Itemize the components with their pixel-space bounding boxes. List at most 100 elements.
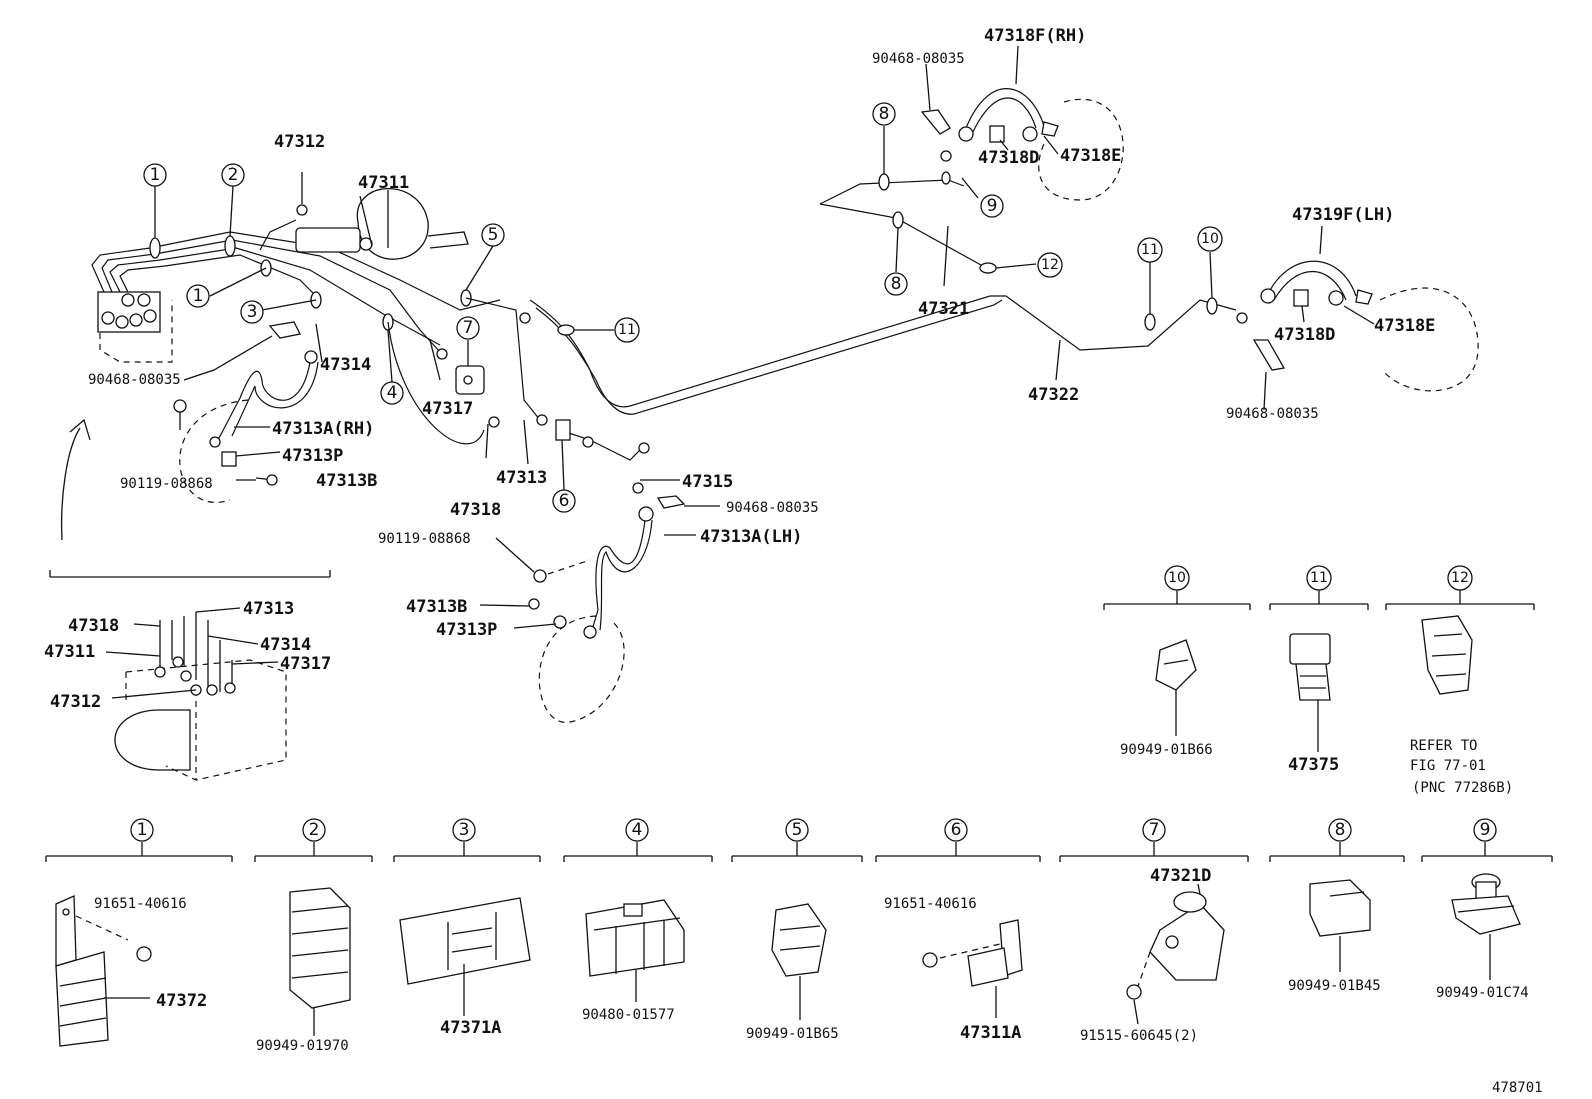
detail-row-lower-brackets: [45, 842, 1553, 862]
label-47318E-a: 47318E: [1060, 146, 1121, 166]
svg-text:10: 10: [1201, 231, 1219, 247]
label-47315: 47315: [682, 472, 733, 492]
label-47313B-b: 47313B: [406, 597, 467, 617]
note-fig-77-01: FIG 77-01: [1410, 758, 1486, 774]
svg-text:6: 6: [951, 820, 962, 840]
label-47313A-rh: 47313A(RH): [272, 419, 374, 439]
callout-10b: 10: [1164, 565, 1190, 591]
svg-text:7: 7: [1149, 820, 1160, 840]
leader-lines: [154, 45, 1375, 629]
inset-label-47317: 47317: [280, 654, 331, 674]
svg-text:4: 4: [387, 383, 398, 403]
callout-2a: 2: [221, 163, 245, 187]
clamp-90949-01970: [289, 887, 351, 1036]
front-hose-lh: [528, 495, 686, 723]
rear-hose-lh: [1252, 260, 1479, 392]
note-pnc-77286B: (PNC 77286B): [1412, 780, 1513, 796]
callout-1b: 1: [186, 284, 210, 308]
label-47321: 47321: [918, 299, 969, 319]
svg-text:1: 1: [137, 820, 148, 840]
front-hose-rh: [173, 350, 319, 503]
inset-label-47318: 47318: [68, 616, 119, 636]
label-47321D: 47321D: [1150, 866, 1211, 886]
detail-row-upper-brackets: [1103, 590, 1535, 610]
callout-4c: 4: [625, 818, 649, 842]
callout-5c: 5: [785, 818, 809, 842]
fitting-47312: [296, 172, 308, 216]
svg-text:6: 6: [559, 491, 570, 511]
callout-1a: 1: [143, 163, 167, 187]
label-47313P-a: 47313P: [282, 446, 343, 466]
label-91651-40616-a: 91651-40616: [94, 896, 187, 912]
callout-9c: 9: [1473, 818, 1497, 842]
label-90949-01B65: 90949-01B65: [746, 1026, 839, 1042]
svg-text:12: 12: [1041, 257, 1059, 273]
label-91651-40616-b: 91651-40616: [884, 896, 977, 912]
svg-text:2: 2: [309, 820, 320, 840]
direction-arrow: [61, 418, 91, 541]
label-90119-08868-b: 90119-08868: [378, 531, 471, 547]
label-90949-01C74: 90949-01C74: [1436, 985, 1529, 1001]
label-90949-01B45: 90949-01B45: [1288, 978, 1381, 994]
label-47314: 47314: [320, 355, 371, 375]
callout-8b: 8: [884, 272, 908, 296]
label-47311: 47311: [358, 173, 409, 193]
label-47375: 47375: [1288, 755, 1339, 775]
label-47311A: 47311A: [960, 1023, 1021, 1043]
svg-text:2: 2: [228, 165, 239, 185]
rear-brake-line-47321: [819, 150, 997, 274]
label-47319F-lh: 47319F(LH): [1292, 205, 1394, 225]
figure-number: 478701: [1492, 1080, 1543, 1096]
label-47318D-a: 47318D: [978, 148, 1039, 168]
rear-hose-rh: [920, 88, 1124, 201]
label-47318E-b: 47318E: [1374, 316, 1435, 336]
inset-label-47314: 47314: [260, 635, 311, 655]
svg-text:12: 12: [1451, 570, 1469, 586]
svg-text:8: 8: [879, 104, 890, 124]
label-47371A: 47371A: [440, 1018, 501, 1038]
inset-label-47311: 47311: [44, 642, 95, 662]
svg-text:10: 10: [1168, 570, 1186, 586]
svg-text:5: 5: [488, 225, 499, 245]
label-90949-01B66: 90949-01B66: [1120, 742, 1213, 758]
clamp-47311A: [922, 919, 1023, 1018]
callout-12b: 12: [1447, 565, 1473, 591]
callout-8c: 8: [1328, 818, 1352, 842]
label-47313P-b: 47313P: [436, 620, 497, 640]
label-47318F-rh: 47318F(RH): [984, 26, 1086, 46]
label-47317: 47317: [422, 399, 473, 419]
callout-3c: 3: [452, 818, 476, 842]
label-90468-08035-c: 90468-08035: [872, 51, 965, 67]
svg-text:3: 3: [459, 820, 470, 840]
callout-6a: 6: [552, 489, 576, 513]
svg-text:5: 5: [792, 820, 803, 840]
svg-text:11: 11: [1310, 570, 1328, 586]
abs-actuator-top: [97, 291, 173, 363]
label-90480-01577: 90480-01577: [582, 1007, 675, 1023]
callout-12a: 12: [1037, 252, 1063, 278]
label-47318: 47318: [450, 500, 501, 520]
rear-brake-line: [519, 295, 1248, 415]
callout-11b: 11: [1137, 237, 1163, 263]
callout-7c: 7: [1142, 818, 1166, 842]
proportioning-valve: [455, 365, 485, 395]
clip-90468-left: [268, 321, 301, 339]
svg-text:8: 8: [1335, 820, 1346, 840]
callout-8a: 8: [872, 102, 896, 126]
clamp-90949-01B65: [771, 903, 827, 1020]
callout-11a: 11: [614, 317, 640, 343]
callout-6c: 6: [944, 818, 968, 842]
label-47313A-lh: 47313A(LH): [700, 527, 802, 547]
label-90468-08035-d: 90468-08035: [1226, 406, 1319, 422]
callout-11c: 11: [1306, 565, 1332, 591]
inset-label-47312: 47312: [50, 692, 101, 712]
label-47313B-a: 47313B: [316, 471, 377, 491]
clip-90949-01C74: [1451, 873, 1521, 980]
svg-text:11: 11: [1141, 242, 1159, 258]
brake-booster: [295, 188, 469, 260]
svg-text:9: 9: [1480, 820, 1491, 840]
callout-1c: 1: [130, 818, 154, 842]
label-47322: 47322: [1028, 385, 1079, 405]
svg-text:7: 7: [463, 318, 474, 338]
